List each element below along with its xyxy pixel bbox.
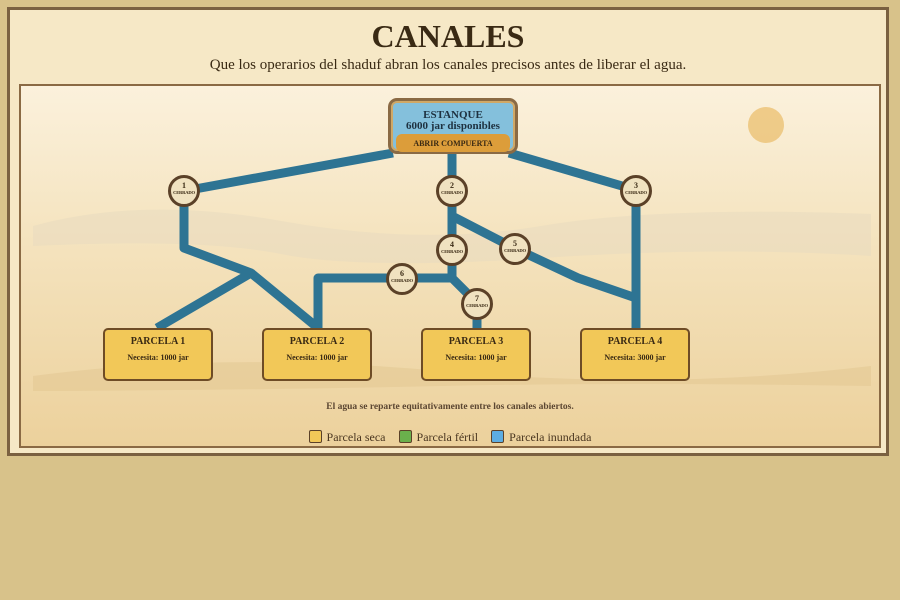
gate-number: 3	[634, 181, 638, 190]
legend-label: Parcela fértil	[416, 430, 479, 444]
plot-need: Necesita: 1000 jar	[445, 353, 507, 362]
page-title: CANALES	[371, 18, 525, 54]
canal-segment	[507, 148, 638, 195]
legend-label: Parcela seca	[326, 430, 386, 444]
canal-segment	[313, 273, 452, 328]
game-panel: CANALES Que los operarios del shaduf abr…	[7, 7, 889, 456]
plot-name: PARCELA 3	[448, 336, 504, 347]
gate-number: 4	[450, 240, 454, 249]
sun-icon	[748, 107, 784, 143]
gate-status: CERRADO	[441, 190, 463, 195]
canal-gate-3[interactable]: 3 CERRADO	[620, 175, 652, 207]
gate-status: CERRADO	[441, 249, 463, 254]
gate-number: 2	[450, 181, 454, 190]
fertile-swatch-icon	[398, 430, 412, 443]
canal-segment	[248, 269, 321, 332]
gate-status: CERRADO	[466, 303, 488, 308]
canal-gate-2[interactable]: 2 CERRADO	[436, 175, 468, 207]
canal-gate-7[interactable]: 7 CERRADO	[461, 288, 493, 320]
plot-3: PARCELA 3 Necesita: 1000 jar	[421, 328, 531, 381]
canal-segment	[154, 191, 256, 332]
pond-amount: 6000 jar disponibles	[406, 120, 500, 132]
gate-status: CERRADO	[391, 278, 413, 283]
legend: Parcela seca Parcela fértil Parcela inun…	[21, 430, 879, 445]
canal-board: ESTANQUE 6000 jar disponibles ABRIR COMP…	[19, 84, 881, 448]
plot-4: PARCELA 4 Necesita: 3000 jar	[580, 328, 690, 381]
pond-reservoir: ESTANQUE 6000 jar disponibles ABRIR COMP…	[388, 98, 518, 154]
plot-name: PARCELA 2	[289, 336, 345, 347]
distribution-note: El agua se reparte equitativamente entre…	[326, 402, 574, 412]
plot-name: PARCELA 4	[607, 336, 663, 347]
gate-number: 5	[513, 239, 517, 248]
plot-need: Necesita: 1000 jar	[127, 353, 189, 362]
plot-name: PARCELA 1	[130, 336, 186, 347]
open-sluice-button[interactable]: ABRIR COMPUERTA	[396, 134, 510, 152]
legend-label: Parcela inundada	[509, 430, 592, 444]
flooded-swatch-icon	[491, 430, 505, 443]
plot-1: PARCELA 1 Necesita: 1000 jar	[103, 328, 213, 381]
plot-need: Necesita: 3000 jar	[604, 353, 666, 362]
canal-gate-4[interactable]: 4 CERRADO	[436, 234, 468, 266]
legend-item-flooded: Parcela inundada	[491, 430, 591, 445]
pond-title: ESTANQUE	[423, 109, 483, 121]
dry-swatch-icon	[308, 430, 322, 443]
gate-status: CERRADO	[625, 190, 647, 195]
gate-number: 6	[400, 269, 404, 278]
canal-gate-6[interactable]: 6 CERRADO	[386, 263, 418, 295]
gate-status: CERRADO	[173, 190, 195, 195]
gate-number: 1	[182, 181, 186, 190]
canal-segment	[449, 212, 638, 303]
page-subtitle: Que los operarios del shaduf abran los c…	[209, 57, 687, 73]
gate-status: CERRADO	[504, 248, 526, 253]
legend-item-dry: Parcela seca	[308, 430, 386, 445]
plot-need: Necesita: 1000 jar	[286, 353, 348, 362]
canal-segment	[183, 148, 394, 196]
legend-item-fertile: Parcela fértil	[398, 430, 479, 445]
gate-number: 7	[475, 294, 479, 303]
canal-gate-5[interactable]: 5 CERRADO	[499, 233, 531, 265]
canal-gate-1[interactable]: 1 CERRADO	[168, 175, 200, 207]
plot-2: PARCELA 2 Necesita: 1000 jar	[262, 328, 372, 381]
